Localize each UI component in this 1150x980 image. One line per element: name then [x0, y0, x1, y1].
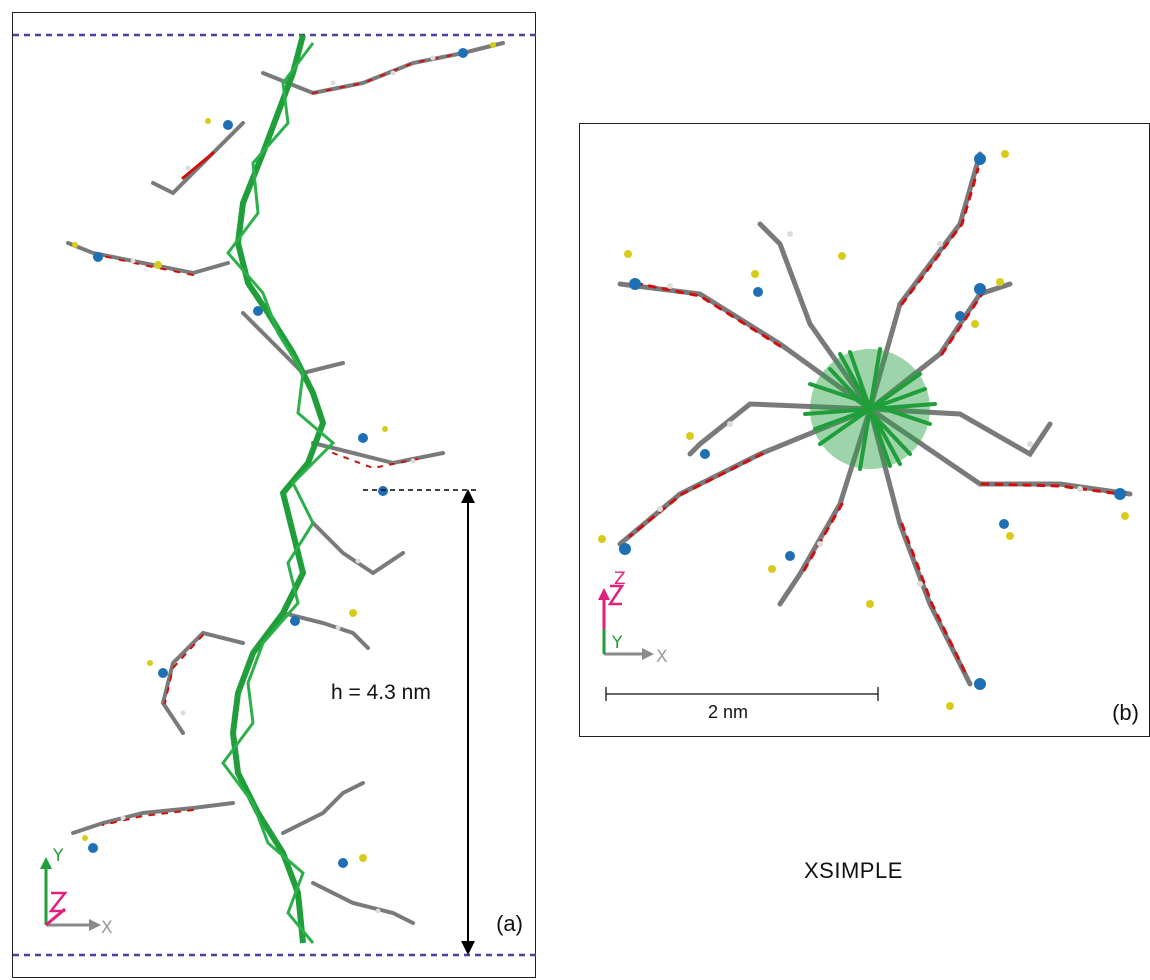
scale-bar	[605, 687, 879, 701]
heteroatoms-b	[598, 150, 1129, 710]
axis-x-label-a: X	[101, 918, 113, 938]
scale-bar-label: 2 nm	[708, 702, 749, 722]
axis-triad-a: Y X	[40, 846, 113, 938]
axis-x-label-b: X	[656, 647, 668, 667]
molecule-top-view: Z Y X	[598, 150, 1133, 710]
hydrogens-a	[120, 55, 436, 914]
helical-backbone-twist	[221, 42, 336, 944]
helical-backbone	[230, 34, 326, 944]
panel-b-top-view: Z Y X 2 nm (b)	[579, 123, 1150, 737]
side-chains-a	[66, 41, 505, 925]
axis-y-label-b: Y	[611, 633, 623, 653]
height-arrow-bottom	[461, 941, 475, 955]
axis-triad-b: Z Y X	[598, 569, 668, 667]
molecule-side-view: Y X	[13, 33, 537, 957]
hydrogens-b	[657, 231, 1083, 587]
axis-y-label-a: Y	[52, 846, 64, 866]
heteroatoms-a	[72, 42, 496, 868]
height-arrow-top	[461, 489, 475, 503]
height-annotation: h = 4.3 nm	[331, 681, 431, 704]
axis-z-label-b: Z	[614, 569, 626, 589]
panel-a-label: (a)	[496, 911, 523, 936]
caption-text: XSIMPLE	[804, 858, 903, 883]
panel-a-side-view: Y X h = 4.3 nm (a)	[12, 12, 537, 978]
radial-arms-b	[617, 151, 1133, 687]
panel-b-label: (b)	[1112, 700, 1139, 725]
backbone-core	[803, 347, 937, 471]
